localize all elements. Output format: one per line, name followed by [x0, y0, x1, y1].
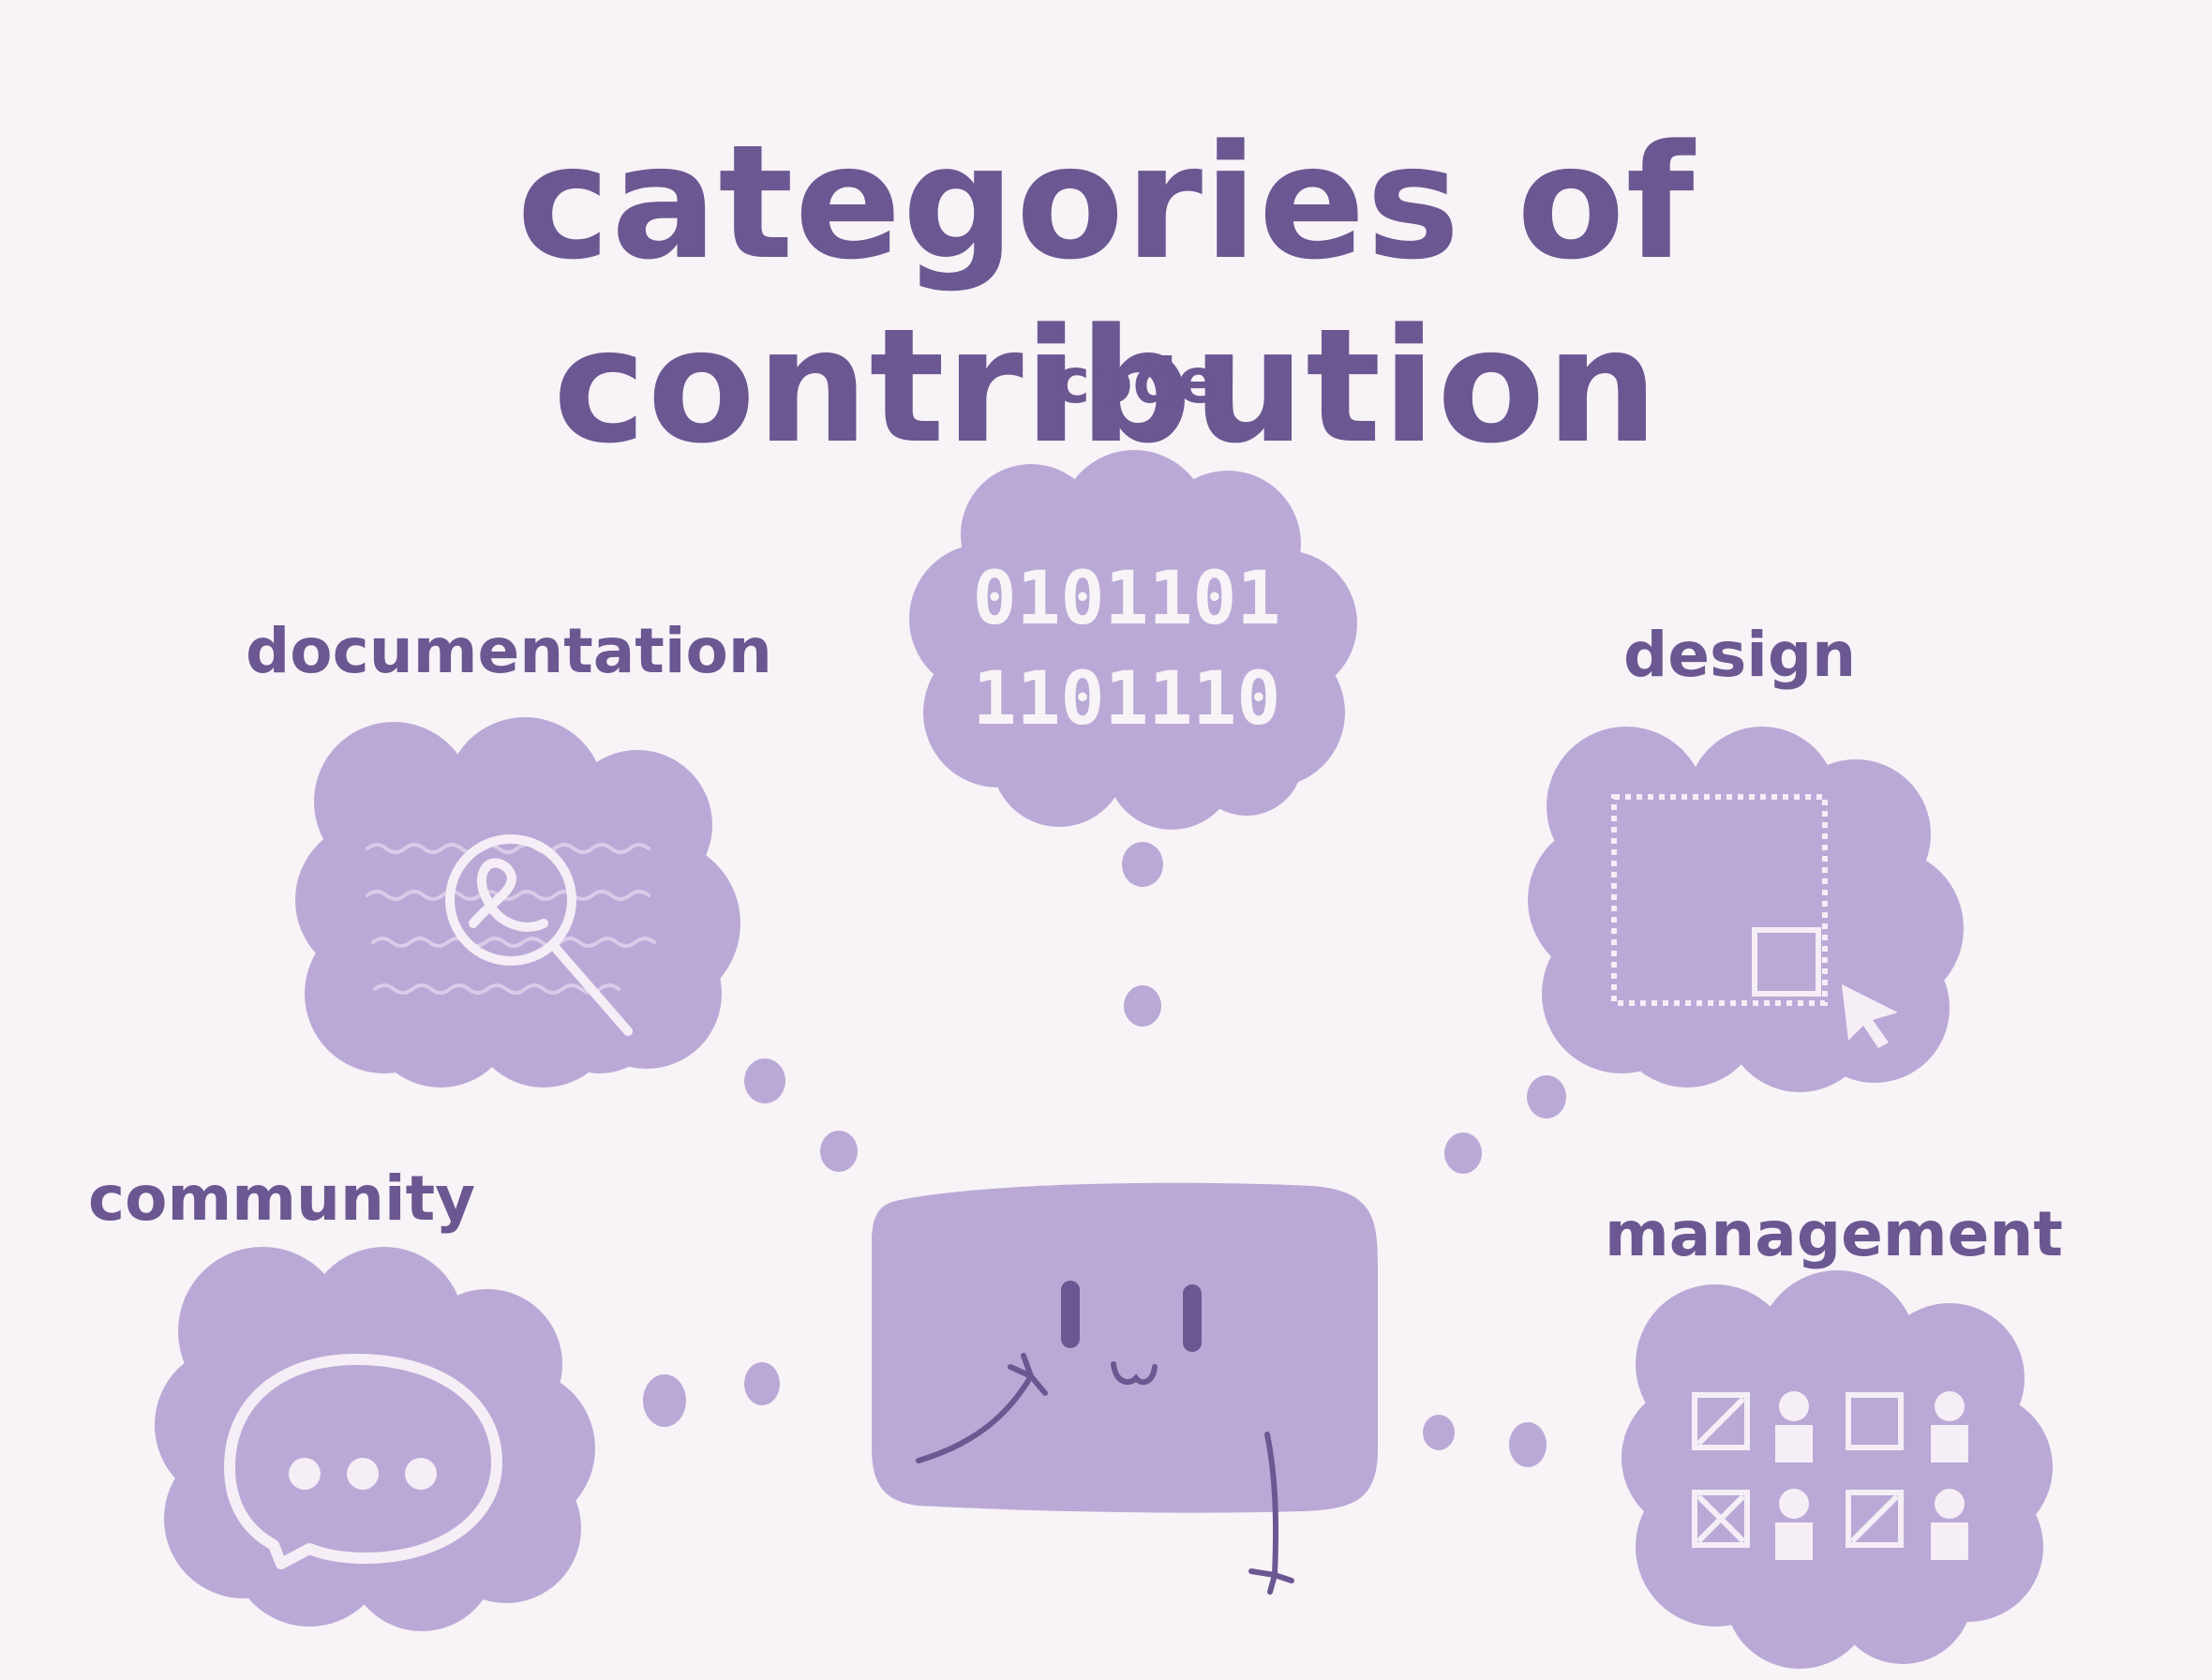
- people-icons: [1775, 1391, 1968, 1560]
- connector-dot: [1124, 985, 1161, 1027]
- right-eye: [1183, 1284, 1202, 1352]
- connector-dot: [643, 1374, 686, 1427]
- label-management: management: [1605, 1198, 2063, 1270]
- connector-dot: [1509, 1422, 1547, 1467]
- speech-bubble-icon: [224, 1354, 502, 1569]
- label-design: design: [1623, 619, 1857, 691]
- selection-box-cursor-icon: [1611, 794, 1898, 1048]
- magnifying-glass-document-icon: [366, 843, 656, 995]
- connector-dots: [643, 842, 1566, 1467]
- connector-dot: [744, 1058, 785, 1103]
- smiling-character-icon: [872, 1182, 1378, 1595]
- binary-line-2: 1101110: [973, 657, 1281, 742]
- connector-dot: [1527, 1075, 1566, 1118]
- connector-dot: [744, 1362, 780, 1405]
- connector-dot: [1423, 1415, 1455, 1450]
- documentation-cloud: [295, 717, 740, 1088]
- connector-dot: [1122, 842, 1163, 887]
- connector-dot: [820, 1131, 858, 1172]
- label-documentation: documentation: [246, 615, 772, 687]
- community-cloud: [155, 1247, 595, 1631]
- page-title: categories of contribution: [516, 111, 1696, 478]
- connector-dot: [1444, 1132, 1482, 1174]
- tasks-people-grid-icon: [1692, 1392, 1904, 1548]
- code-cloud: 0101101 1101110: [909, 450, 1357, 830]
- smile: [1111, 1361, 1158, 1386]
- label-code: code: [1054, 345, 1219, 417]
- management-cloud: [1622, 1270, 2053, 1669]
- waving-arm: [916, 1353, 1048, 1463]
- label-community: community: [88, 1162, 476, 1235]
- binary-line-1: 0101101: [973, 557, 1281, 641]
- left-eye: [1061, 1281, 1080, 1348]
- hanging-arm: [1248, 1432, 1294, 1595]
- design-cloud: [1528, 727, 1964, 1092]
